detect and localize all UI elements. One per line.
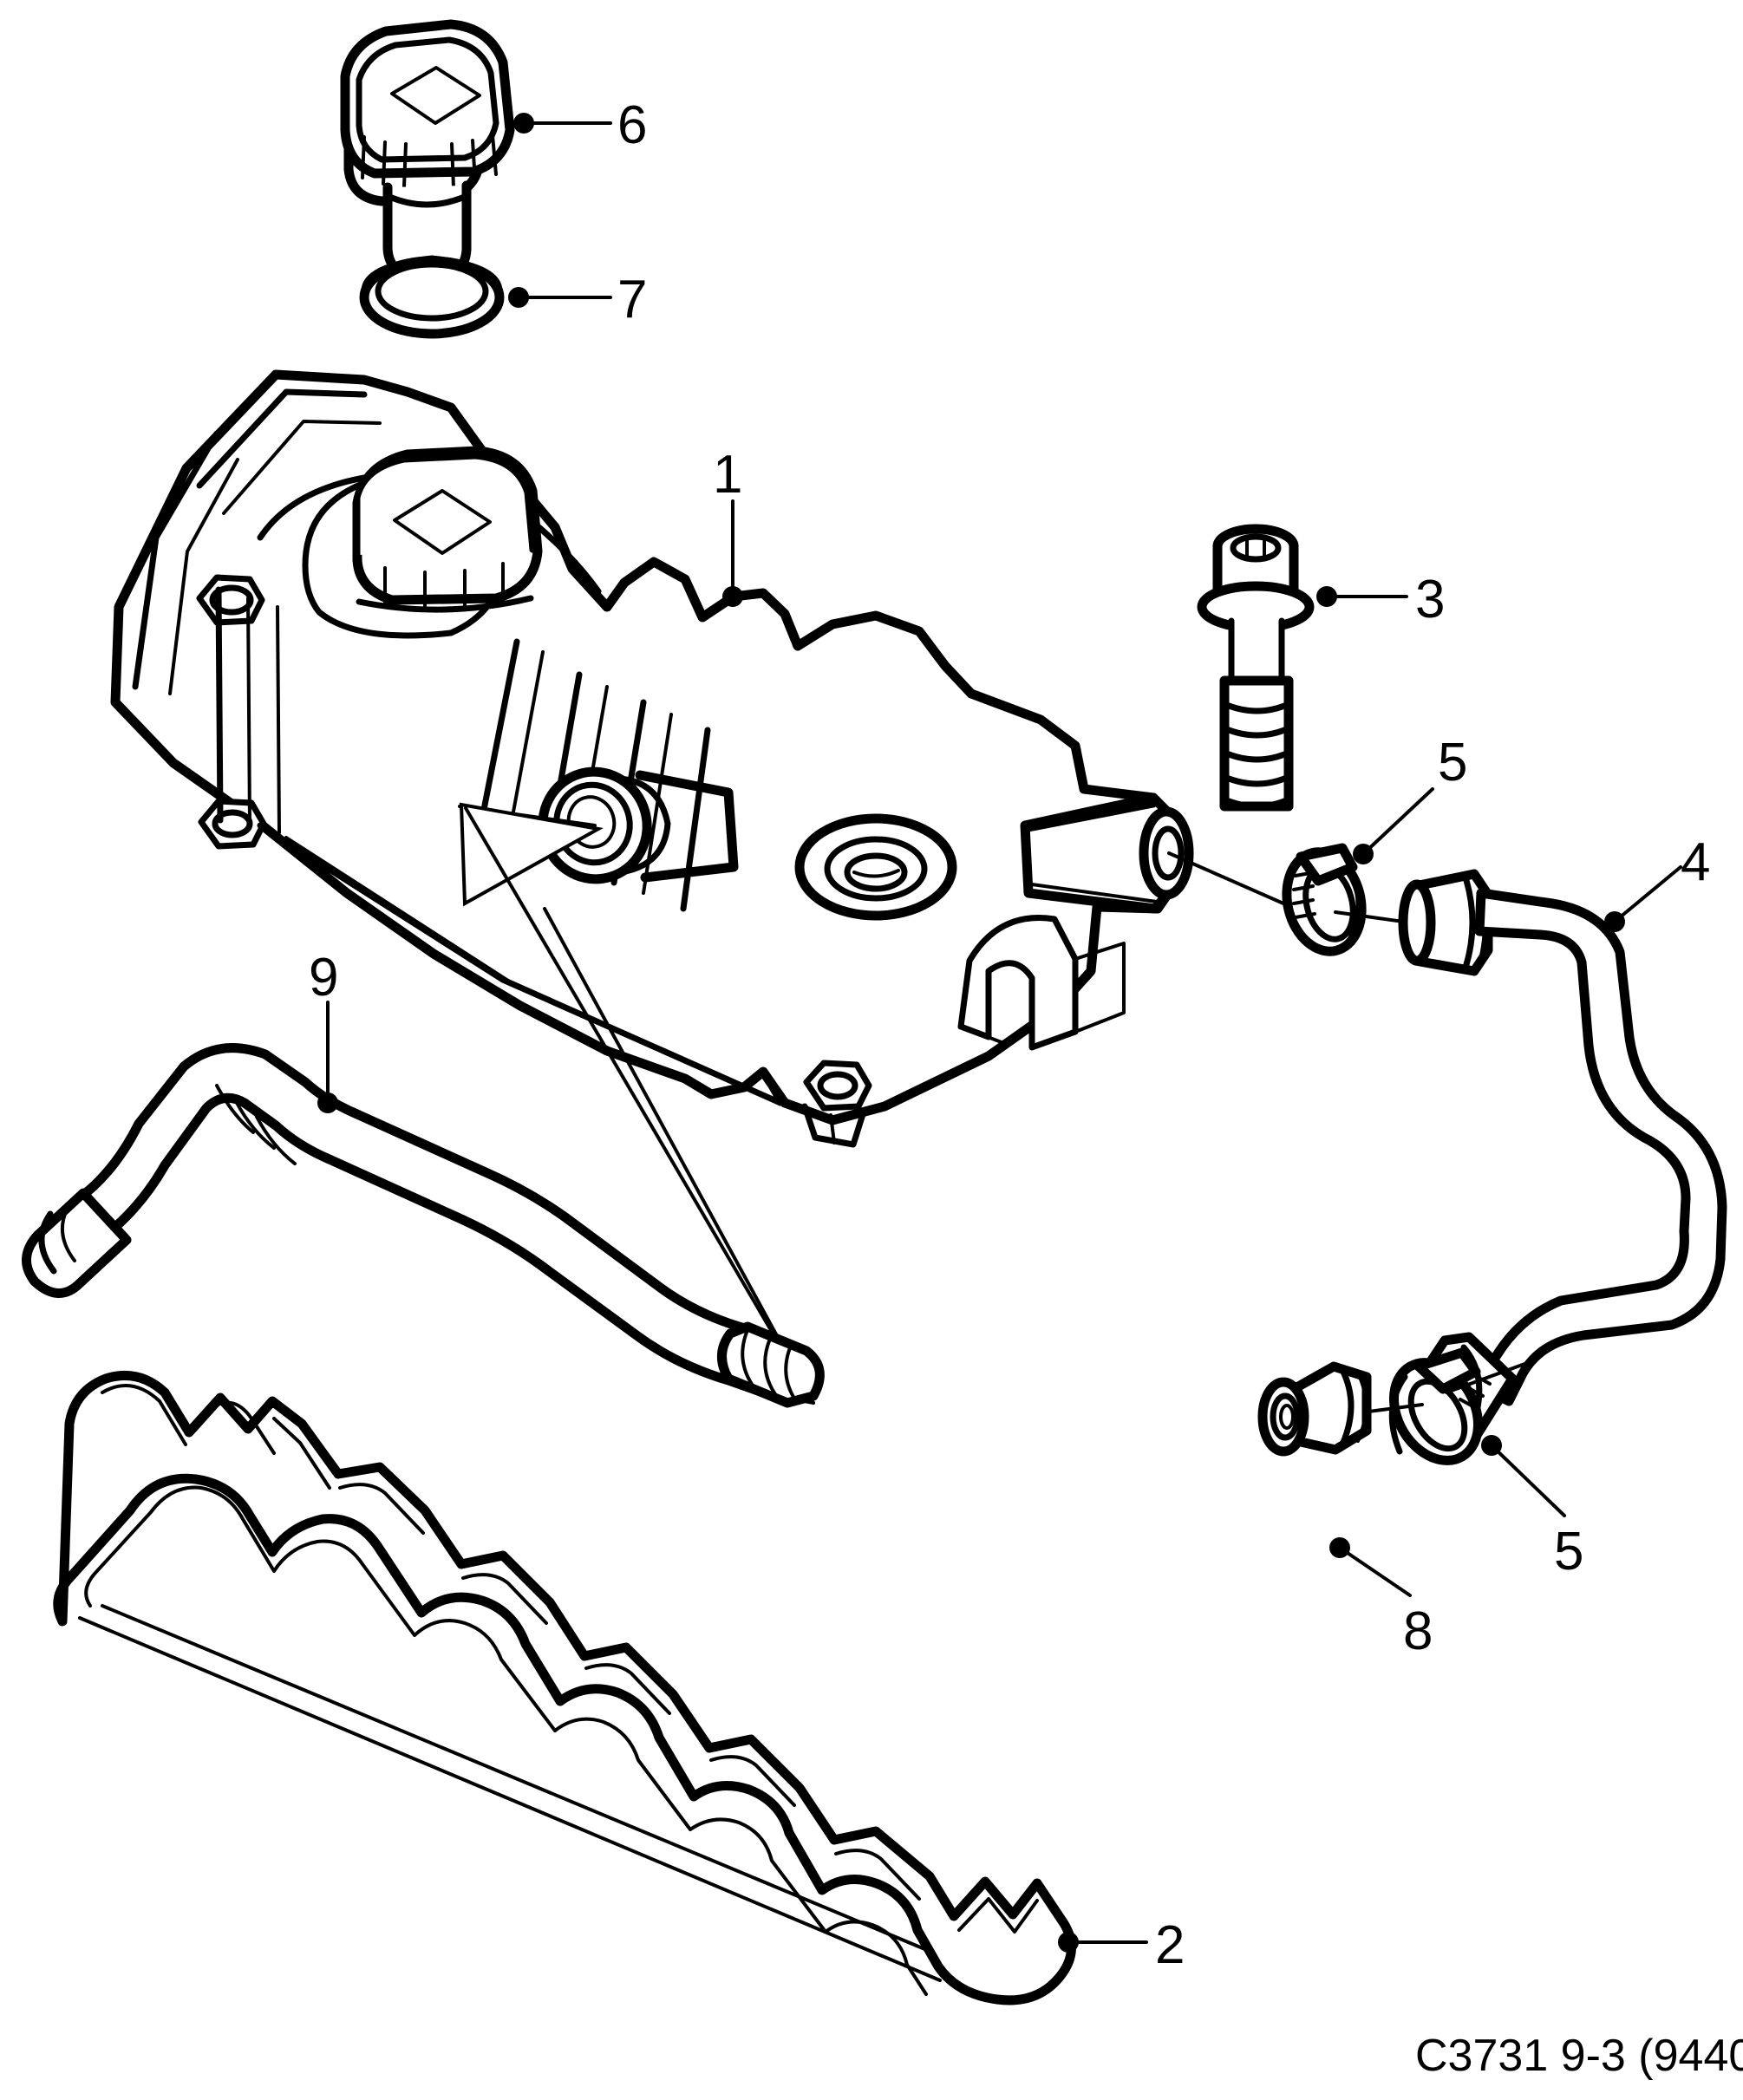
callout-6-label: 8: [1403, 1601, 1433, 1661]
bolt-hole-boss: [794, 813, 957, 921]
oil-filler-cap-o-ring-part: [359, 255, 505, 339]
callout-8-leader: [508, 287, 612, 308]
callout-1-label: 1: [713, 445, 742, 505]
callout-9-leader: [317, 1001, 338, 1113]
hose-nipple-part: [1257, 1361, 1372, 1457]
hose-clamp-upper-part: [1282, 843, 1367, 956]
callout-2-label: 2: [1155, 1915, 1185, 1975]
callout-5-upper-label: 5: [1438, 733, 1467, 792]
oil-filler-cap-part: [340, 19, 515, 286]
cover-bolt-part: [1197, 524, 1315, 812]
assembly-arrow-left: [458, 802, 815, 1405]
callout-3-label: 3: [1415, 570, 1445, 629]
diagram-caption: C3731 9-3 (9440): [1415, 2031, 1743, 2081]
callout-7-label: 6: [617, 95, 647, 155]
callout-5-lower-label: 5: [1554, 1522, 1583, 1582]
callout-7-leader: [513, 113, 612, 134]
callout-3-leader: [1316, 586, 1408, 607]
ventilation-port-right: [1020, 792, 1194, 914]
hose-clamp-lower-part: [1388, 1347, 1492, 1465]
callout-2-leader: [1058, 1932, 1148, 1953]
callout-8-label: 7: [617, 270, 647, 329]
callout-5-lower-leader: [1481, 1435, 1566, 1517]
callout-9-label: 9: [309, 948, 338, 1008]
cylinder-head-cover-part: [110, 369, 1194, 1148]
callout-6-leader: [1329, 1537, 1412, 1597]
callout-4-label: 4: [1681, 832, 1710, 892]
ventilation-hose-left-part: [22, 1043, 825, 1408]
callout-5-upper-leader: [1353, 787, 1434, 864]
callout-4-leader: [1604, 865, 1682, 932]
callout-1-leader: [722, 499, 743, 607]
cylinder-head-cover-gasket-part: [53, 1370, 1076, 2005]
